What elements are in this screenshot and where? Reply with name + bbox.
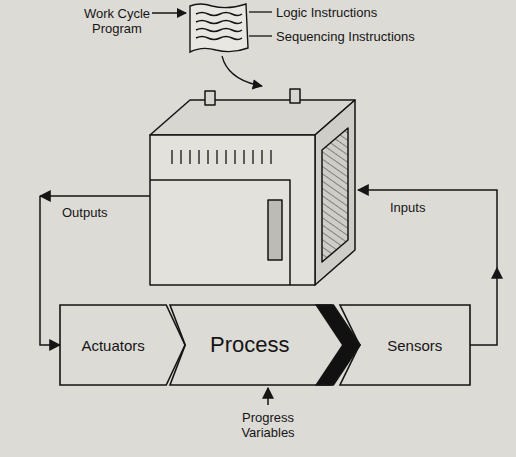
process-stage: Sensors bbox=[340, 305, 470, 385]
process-stage: Actuators bbox=[60, 305, 185, 385]
program-sheet bbox=[190, 4, 248, 52]
plc-unit bbox=[150, 89, 355, 285]
signal-label: Outputs bbox=[62, 205, 142, 220]
signal-label: Inputs bbox=[390, 200, 470, 215]
leader-lines bbox=[152, 12, 272, 86]
process-stage: Process bbox=[170, 305, 360, 385]
instruction-label: Logic Instructions bbox=[276, 5, 476, 20]
signal-wires bbox=[40, 190, 497, 405]
vent-slots bbox=[172, 150, 271, 164]
stage-label: Actuators bbox=[81, 337, 144, 354]
stage-label: Sensors bbox=[387, 337, 442, 354]
input-label: Progress Variables bbox=[218, 410, 318, 440]
stage-label: Process bbox=[210, 332, 289, 358]
program-label: Work Cycle Program bbox=[82, 6, 152, 36]
instruction-label: Sequencing Instructions bbox=[276, 29, 496, 44]
